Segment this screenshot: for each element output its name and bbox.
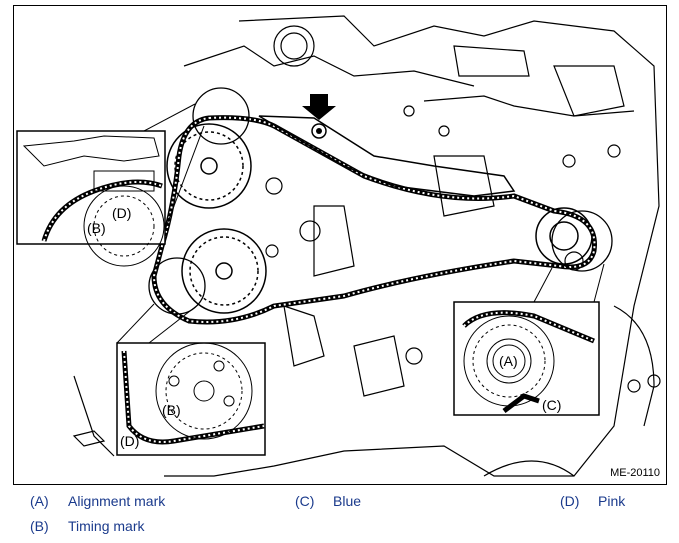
legend-item-c: (C) Blue bbox=[295, 493, 361, 509]
callout-c: (C) bbox=[542, 397, 561, 413]
legend-key: (C) bbox=[295, 493, 315, 509]
legend-key: (B) bbox=[30, 518, 49, 534]
legend-item-b: (B) Timing mark bbox=[30, 518, 145, 534]
legend-text: Alignment mark bbox=[68, 493, 166, 509]
magnifier-right bbox=[551, 210, 613, 272]
figure-code: ME-20110 bbox=[610, 467, 660, 479]
magnifier-upper bbox=[192, 87, 250, 145]
legend-key: (D) bbox=[560, 493, 580, 509]
engine-block-outline bbox=[72, 15, 661, 477]
timing-chain bbox=[151, 115, 597, 325]
callout-d-top: (D) bbox=[112, 205, 131, 221]
timing-chain-diagram: (D) (B) (B) (D) (A) bbox=[13, 5, 667, 485]
callout-d-bottom: (D) bbox=[120, 433, 139, 449]
legend-item-d: (D) Pink bbox=[560, 493, 625, 509]
inset-top-left: (D) (B) bbox=[16, 130, 166, 267]
sprocket-upper bbox=[166, 123, 252, 209]
legend-key: (A) bbox=[30, 493, 49, 509]
callout-a: (A) bbox=[499, 353, 518, 369]
sprocket-lower bbox=[181, 228, 267, 314]
legend-item-a: (A) Alignment mark bbox=[30, 493, 165, 509]
magnifier-lower bbox=[148, 257, 206, 315]
inset-right: (A) (C) bbox=[453, 301, 600, 416]
inset-bottom-left: (B) (D) bbox=[116, 342, 266, 456]
callout-b-top: (B) bbox=[87, 220, 106, 236]
legend-text: Pink bbox=[598, 493, 626, 509]
legend-text: Blue bbox=[333, 493, 362, 509]
chain-guide bbox=[258, 115, 516, 197]
arrow-icon bbox=[302, 94, 336, 120]
legend-text: Timing mark bbox=[68, 518, 145, 534]
engine-illustration: (D) (B) (B) (D) (A) bbox=[16, 15, 661, 477]
callout-b-bottom: (B) bbox=[162, 402, 181, 418]
